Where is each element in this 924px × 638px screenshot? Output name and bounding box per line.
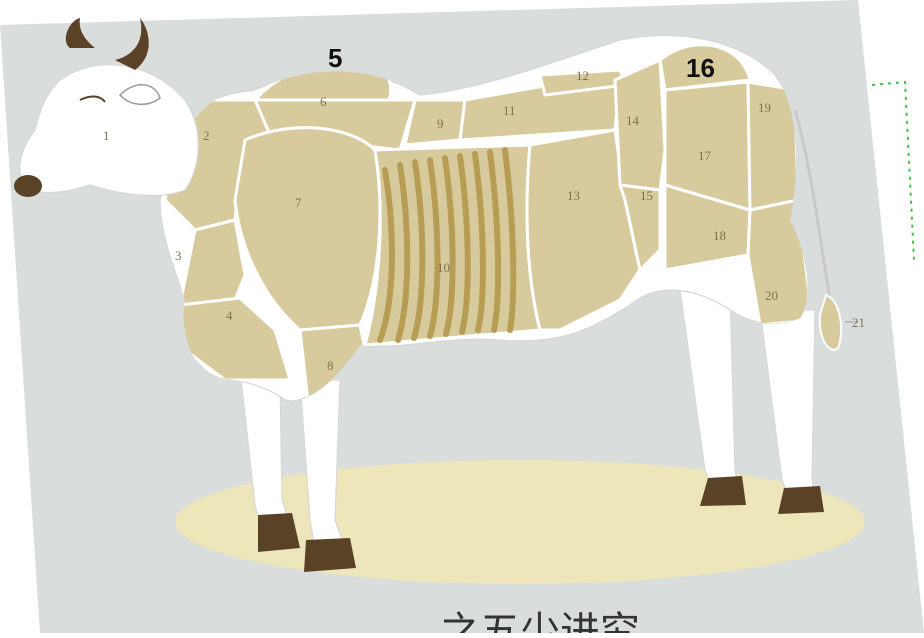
highlighted-label-16: 16 (686, 53, 715, 83)
cut-9 (405, 100, 465, 145)
label-6: 6 (320, 94, 327, 109)
label-11: 11 (503, 103, 516, 118)
label-12: 12 (576, 68, 589, 83)
label-20: 20 (765, 288, 778, 303)
label-9: 9 (437, 116, 444, 131)
nose (14, 175, 42, 197)
label-17: 17 (698, 148, 712, 163)
label-7: 7 (295, 195, 302, 210)
label-15: 15 (640, 188, 653, 203)
label-1: 1 (103, 128, 110, 143)
label-10: 10 (437, 260, 450, 275)
hoof-front-right (304, 538, 356, 572)
label-3: 3 (175, 248, 182, 263)
label-8: 8 (327, 358, 334, 373)
label-13: 13 (567, 188, 580, 203)
cut-14 (615, 60, 665, 190)
highlighted-label-5: 5 (328, 43, 342, 73)
label-4: 4 (226, 308, 233, 323)
label-19: 19 (758, 100, 771, 115)
label-21: 21 (852, 315, 865, 330)
cropped-caption: 之五少进究 (440, 610, 640, 633)
hoof-rear-right (778, 486, 824, 514)
label-14: 14 (626, 113, 640, 128)
label-18: 18 (713, 228, 726, 243)
label-2: 2 (203, 128, 210, 143)
